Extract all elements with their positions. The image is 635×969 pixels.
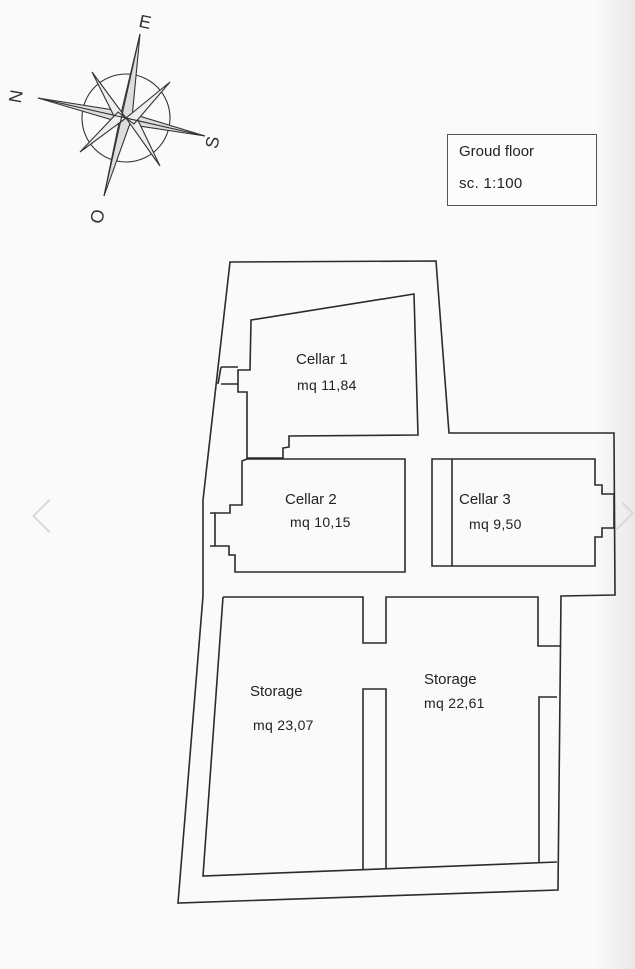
storage-inner-wall <box>202 596 558 877</box>
compass-rose-icon <box>37 33 206 197</box>
room-area-storage-left: mq 23,07 <box>253 717 314 733</box>
room-area-cellar-2: mq 10,15 <box>290 514 351 530</box>
room-name-storage-right: Storage <box>424 671 477 688</box>
room-name-storage-left: Storage <box>250 683 303 700</box>
room-area-cellar-1: mq 11,84 <box>297 377 357 393</box>
room-name-cellar-1: Cellar 1 <box>296 351 348 368</box>
left-wall-notch-mid <box>210 512 215 547</box>
storage-outline <box>223 596 561 647</box>
cellar-2-outline <box>214 458 406 573</box>
cellar-1-outline <box>237 293 419 459</box>
legend-title: Groud floor <box>459 143 535 160</box>
storage-right-pier <box>538 696 557 862</box>
legend-box: Groud floor sc. 1:100 <box>447 134 597 206</box>
left-wall-notch-top <box>217 366 238 385</box>
room-name-cellar-2: Cellar 2 <box>285 491 337 508</box>
legend-scale: sc. 1:100 <box>459 175 523 192</box>
storage-partition <box>362 688 387 869</box>
room-area-cellar-3: mq 9,50 <box>469 516 522 532</box>
cellar-3-outline <box>431 458 615 567</box>
room-area-storage-right: mq 22,61 <box>424 695 485 711</box>
outer-wall <box>177 260 616 904</box>
room-name-cellar-3: Cellar 3 <box>459 491 511 508</box>
